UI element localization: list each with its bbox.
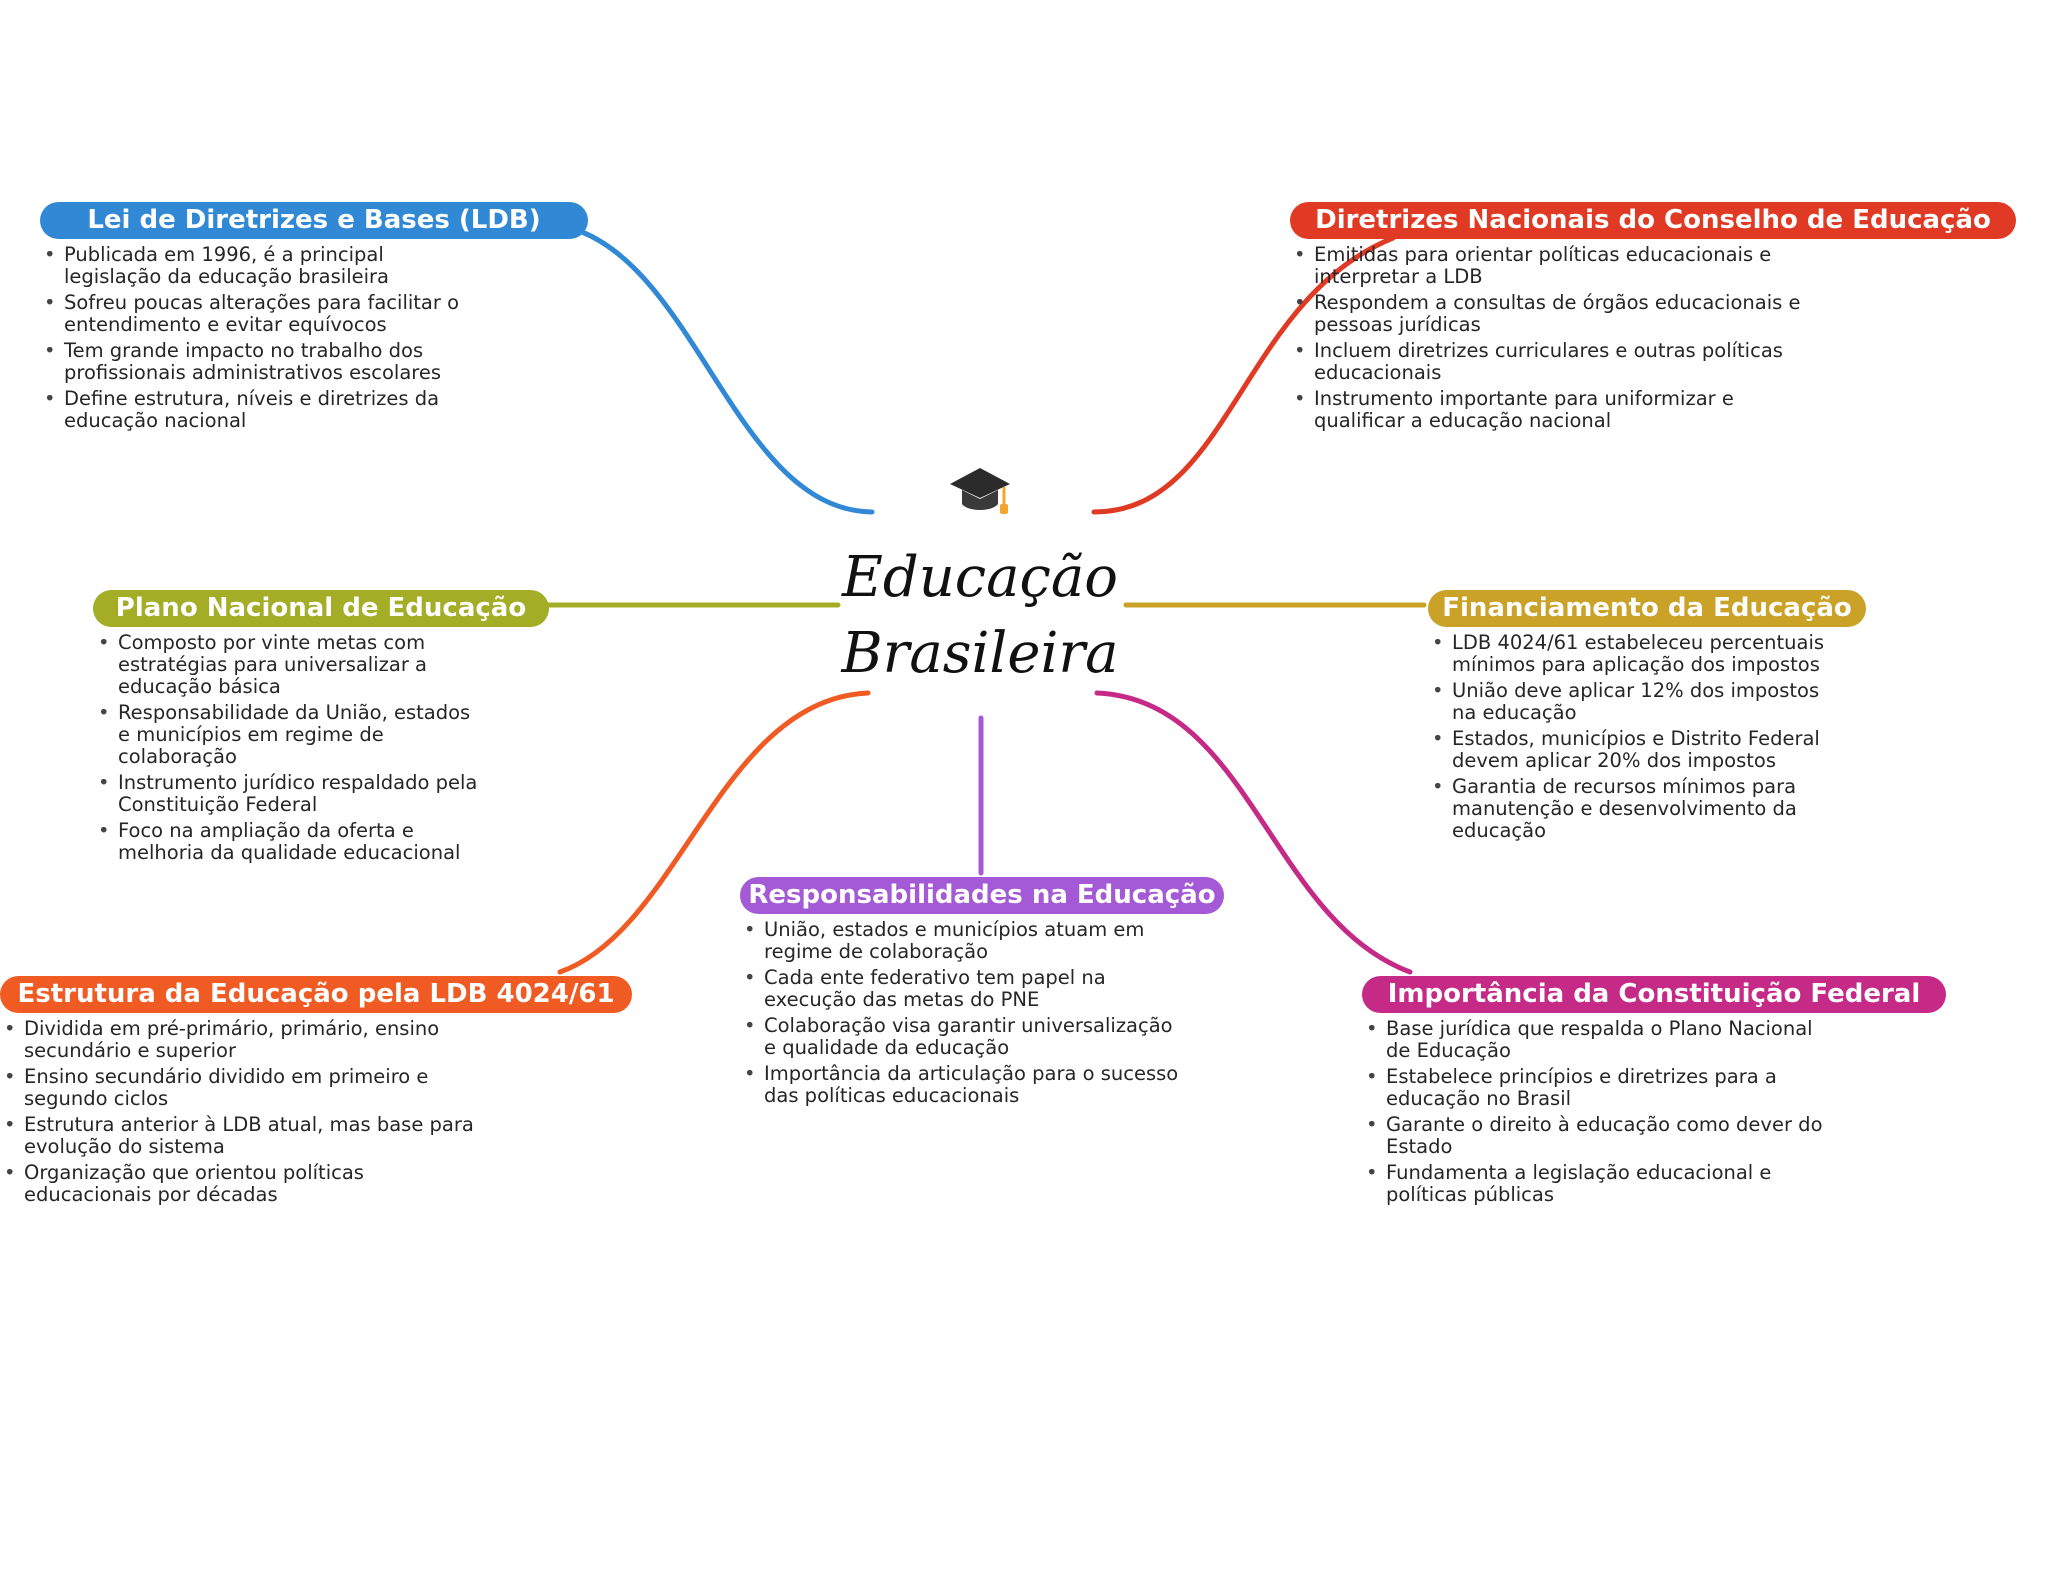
branch-title-responsabilidades[interactable]: Responsabilidades na Educação <box>740 877 1224 914</box>
list-item: Ensino secundário dividido em primeiro e… <box>0 1066 480 1110</box>
list-item: Emitidas para orientar políticas educaci… <box>1290 244 1830 288</box>
list-item: Fundamenta a legislação educacional e po… <box>1362 1162 1842 1206</box>
connector-constituicao <box>1094 690 1413 975</box>
list-item: Dividida em pré-primário, primário, ensi… <box>0 1018 480 1062</box>
bullet-list-responsabilidades: União, estados e municípios atuam em reg… <box>740 919 1180 1111</box>
branch-title-financiamento[interactable]: Financiamento da Educação <box>1428 590 1866 627</box>
bullet-list-pne: Composto por vinte metas com estratégias… <box>94 632 484 868</box>
branch-title-ldb[interactable]: Lei de Diretrizes e Bases (LDB) <box>40 202 588 239</box>
list-item: Respondem a consultas de órgãos educacio… <box>1290 292 1830 336</box>
central-title-line-1: Educação <box>841 545 1118 610</box>
list-item: Sofreu poucas alterações para facilitar … <box>40 292 480 336</box>
graduation-cap-icon <box>950 468 1010 514</box>
list-item: Incluem diretrizes curriculares e outras… <box>1290 340 1830 384</box>
list-item: Define estrutura, níveis e diretrizes da… <box>40 388 480 432</box>
bullet-list-constituicao: Base jurídica que respalda o Plano Nacio… <box>1362 1018 1842 1210</box>
list-item: Instrumento jurídico respaldado pela Con… <box>94 772 484 816</box>
list-item: Importância da articulação para o sucess… <box>740 1063 1180 1107</box>
central-title-line-2: Brasileira <box>841 621 1119 686</box>
central-title: Educação Brasileira <box>840 540 1120 692</box>
list-item: Base jurídica que respalda o Plano Nacio… <box>1362 1018 1842 1062</box>
list-item: União deve aplicar 12% dos impostos na e… <box>1428 680 1828 724</box>
list-item: Organização que orientou políticas educa… <box>0 1162 480 1206</box>
list-item: Tem grande impacto no trabalho dos profi… <box>40 340 480 384</box>
bullet-list-financiamento: LDB 4024/61 estabeleceu percentuais míni… <box>1428 632 1828 846</box>
list-item: Colaboração visa garantir universalizaçã… <box>740 1015 1180 1059</box>
list-item: Foco na ampliação da oferta e melhoria d… <box>94 820 484 864</box>
list-item: Composto por vinte metas com estratégias… <box>94 632 484 698</box>
list-item: Estrutura anterior à LDB atual, mas base… <box>0 1114 480 1158</box>
list-item: Garante o direito à educação como dever … <box>1362 1114 1842 1158</box>
list-item: Publicada em 1996, é a principal legisla… <box>40 244 480 288</box>
connector-ldb <box>579 229 875 515</box>
list-item: Instrumento importante para uniformizar … <box>1290 388 1830 432</box>
bullet-list-estrutura: Dividida em pré-primário, primário, ensi… <box>0 1018 480 1210</box>
branch-title-constituicao[interactable]: Importância da Constituição Federal <box>1362 976 1946 1013</box>
branch-title-pne[interactable]: Plano Nacional de Educação <box>93 590 549 627</box>
list-item: Garantia de recursos mínimos para manute… <box>1428 776 1828 842</box>
list-item: Responsabilidade da União, estados e mun… <box>94 702 484 768</box>
central-topic[interactable]: Educação Brasileira <box>840 462 1120 692</box>
bullet-list-diretrizes: Emitidas para orientar políticas educaci… <box>1290 244 1830 436</box>
list-item: LDB 4024/61 estabeleceu percentuais míni… <box>1428 632 1828 676</box>
list-item: Estabelece princípios e diretrizes para … <box>1362 1066 1842 1110</box>
connector-estrutura <box>557 690 871 975</box>
bullet-list-ldb: Publicada em 1996, é a principal legisla… <box>40 244 480 436</box>
branch-title-diretrizes[interactable]: Diretrizes Nacionais do Conselho de Educ… <box>1290 202 2016 239</box>
list-item: União, estados e municípios atuam em reg… <box>740 919 1180 963</box>
list-item: Cada ente federativo tem papel na execuç… <box>740 967 1180 1011</box>
list-item: Estados, municípios e Distrito Federal d… <box>1428 728 1828 772</box>
branch-title-estrutura[interactable]: Estrutura da Educação pela LDB 4024/61 <box>0 976 632 1013</box>
